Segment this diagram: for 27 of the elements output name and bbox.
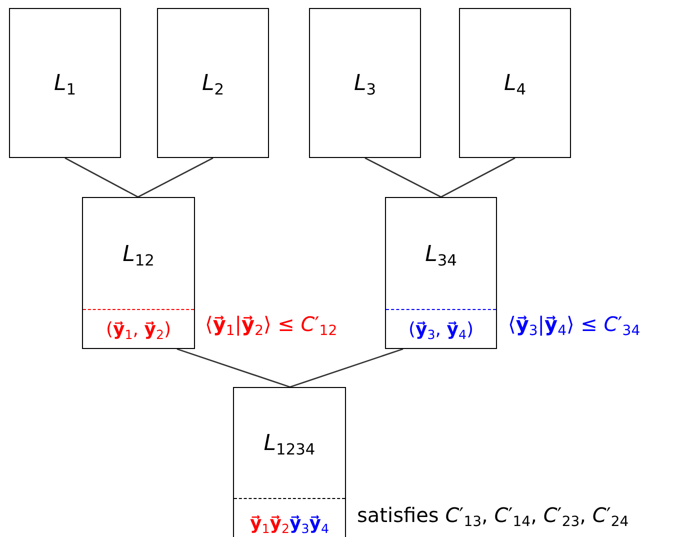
connector-line — [176, 348, 290, 388]
connector-line — [138, 157, 214, 198]
layer-box — [385, 197, 497, 349]
constraint-label: ⟨y⃗$_{3}$|y⃗$_{4}$⟩ ≤ C′$_{34}$ — [508, 312, 640, 336]
layer-label: L$_{34}$ — [425, 242, 457, 266]
layer-label: L$_{3}$ — [354, 70, 376, 96]
connector-line — [364, 157, 442, 198]
layer-box — [233, 387, 346, 537]
layer-box — [157, 8, 269, 158]
layer-label: L$_{2}$ — [202, 70, 224, 96]
constraint-label: satisfies C′$_{13}$, C′$_{14}$, C′$_{23}$, C′$_{24}$ — [357, 503, 629, 527]
constraint-label: ⟨y⃗$_{1}$|y⃗$_{2}$⟩ ≤ C′$_{12}$ — [205, 312, 338, 336]
layer-box — [309, 8, 421, 158]
vector-label: (y⃗$_{1}$, y⃗$_{2}$) — [106, 318, 171, 340]
layer-box — [9, 8, 121, 158]
connector-line — [290, 348, 404, 388]
connector-line — [64, 157, 138, 198]
layer-label: L$_{4}$ — [504, 70, 526, 96]
vector-label: (y⃗$_{3}$, y⃗$_{4}$) — [408, 318, 474, 340]
layer-label: L$_{1}$ — [54, 70, 76, 96]
layer-label: L$_{12}$ — [122, 242, 154, 266]
vector-label: y⃗$_{3}$y⃗$_{4}$ — [290, 512, 329, 534]
layer-label: L$_{1234}$ — [264, 431, 316, 456]
layer-box — [459, 8, 571, 158]
layer-box — [82, 197, 195, 349]
vector-label: y⃗$_{1}$y⃗$_{2}$ — [250, 512, 290, 534]
connector-line — [440, 157, 516, 198]
